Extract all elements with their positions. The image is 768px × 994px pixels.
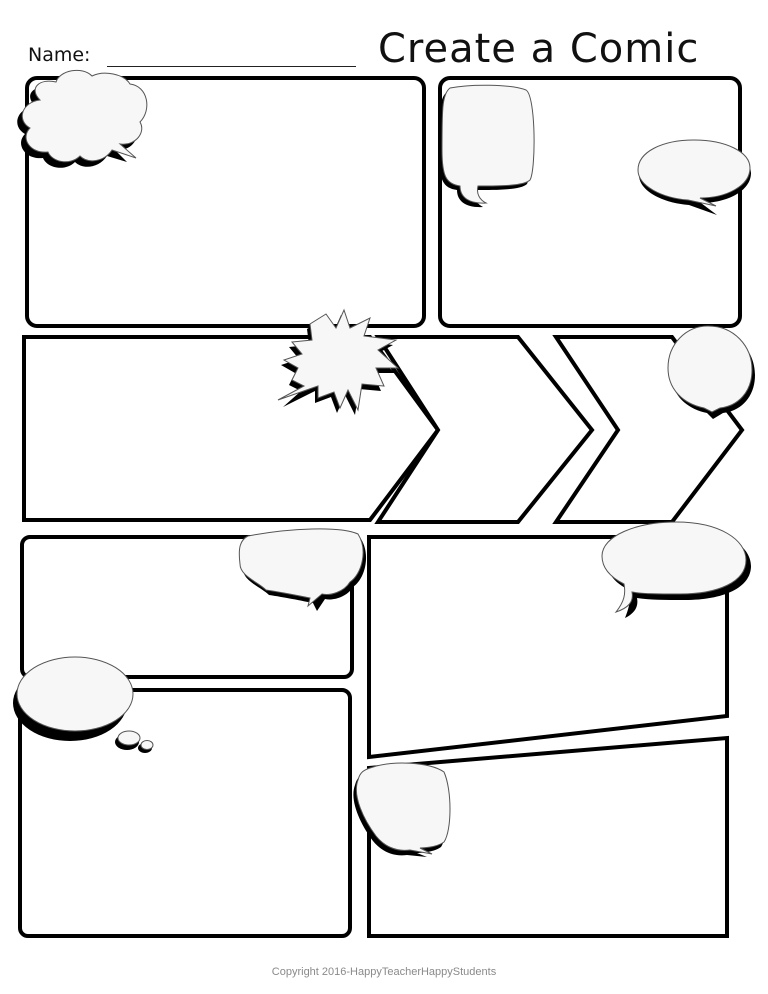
oval-vertical-speech-bubble[interactable]	[667, 325, 755, 419]
oval-speech-bubble-2[interactable]	[601, 521, 751, 618]
wavy-speech-bubble[interactable]	[238, 528, 367, 611]
oval-speech-bubble[interactable]	[637, 139, 751, 215]
name-field[interactable]	[107, 66, 356, 67]
cloud-speech-bubble[interactable]	[17, 69, 148, 168]
comic-panel-9[interactable]	[367, 735, 729, 938]
thought-bubble[interactable]	[13, 656, 154, 753]
comic-panel-8[interactable]	[18, 688, 352, 938]
page-title: Create a Comic	[378, 26, 700, 72]
comic-panel-4[interactable]	[374, 335, 595, 524]
square-speech-bubble[interactable]	[439, 84, 535, 208]
copyright-text: Copyright 2016-HappyTeacherHappyStudents	[271, 966, 497, 978]
square-speech-bubble-2[interactable]	[353, 762, 451, 857]
explosion-burst-bubble[interactable]	[277, 308, 400, 415]
name-label: Name:	[28, 44, 91, 66]
